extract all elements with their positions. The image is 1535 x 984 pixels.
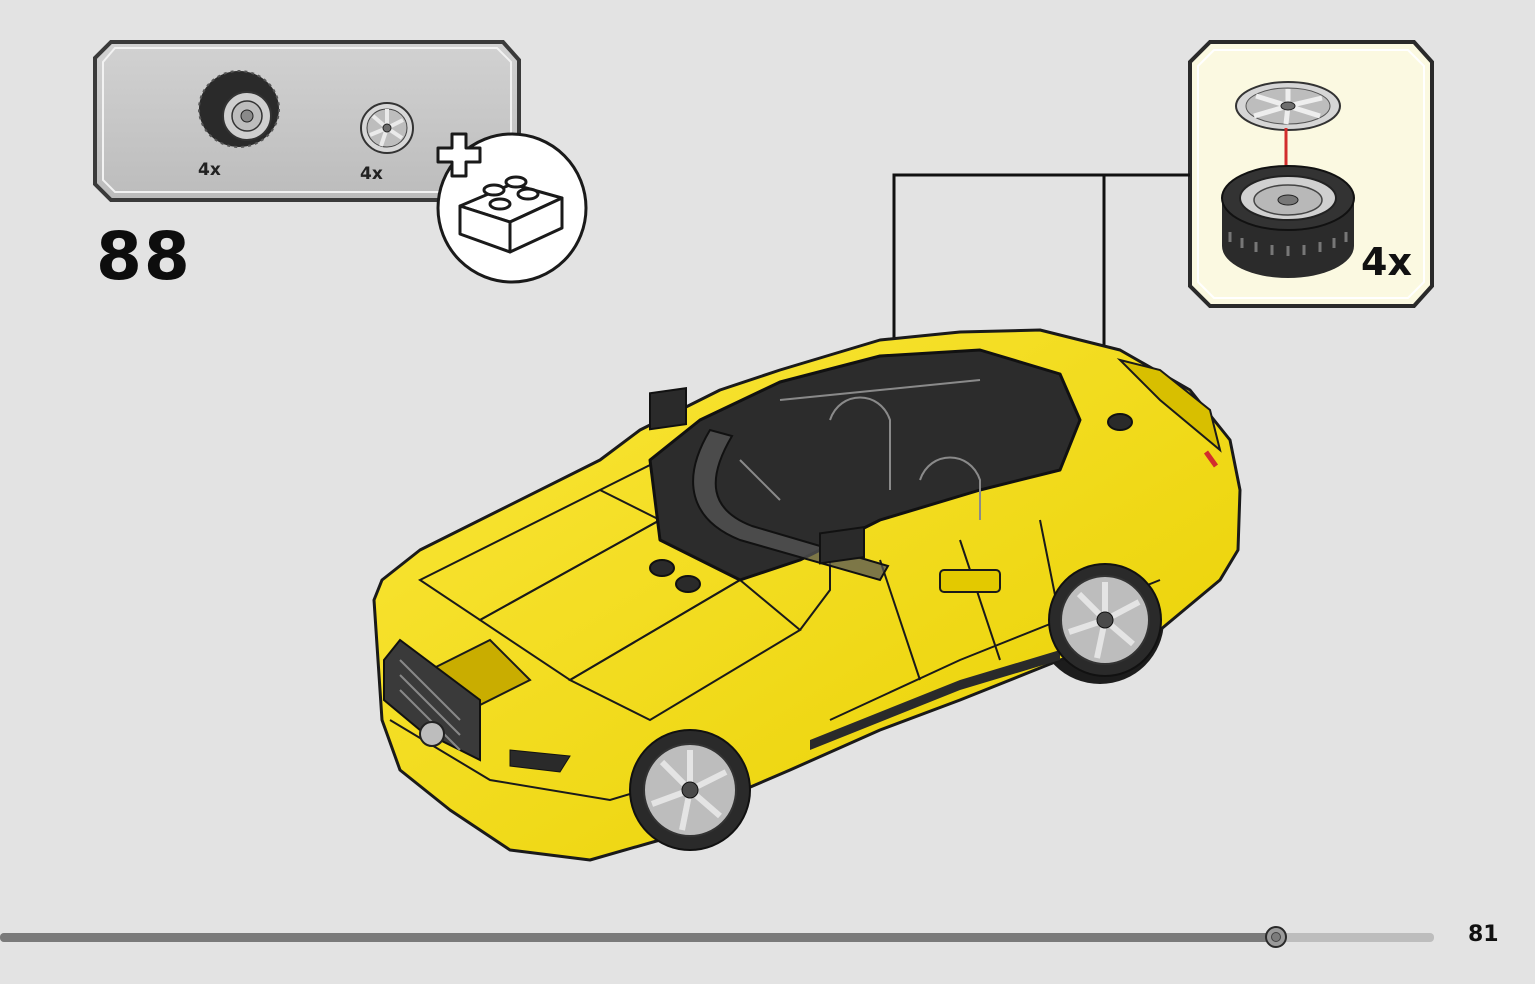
rim-icon — [1235, 81, 1341, 131]
rim-icon — [360, 102, 414, 154]
tire-quantity: 4x — [198, 160, 221, 180]
rim-quantity: 4x — [360, 164, 383, 184]
car-model-illustration — [372, 328, 1242, 862]
front-wheel — [629, 729, 751, 851]
page-number: 81 — [1468, 922, 1499, 947]
progress-knob — [1265, 926, 1287, 948]
tire-icon — [198, 70, 280, 148]
tire-icon — [1221, 165, 1355, 278]
add-brick-icon — [436, 132, 588, 284]
parts-list-panel: 4x 4x — [93, 40, 521, 202]
subassembly-callout: 4x — [1188, 40, 1434, 308]
step-number: 88 — [96, 218, 192, 295]
callout-quantity: 4x — [1361, 240, 1412, 284]
progress-fill — [0, 933, 1276, 942]
rear-wheel — [1048, 563, 1162, 677]
